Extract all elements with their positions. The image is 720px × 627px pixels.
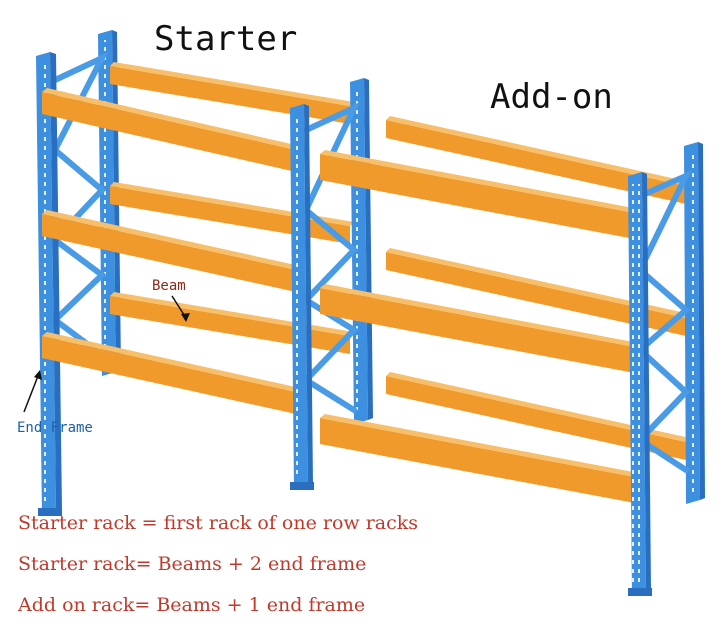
beam-top <box>386 248 690 318</box>
end-frame-callout-label: End Frame <box>17 420 93 436</box>
frame-bracing <box>301 101 361 413</box>
beam <box>110 296 350 354</box>
beam <box>386 252 686 336</box>
upright-baseplate <box>290 482 314 490</box>
upright-holes <box>688 152 696 492</box>
beam <box>110 66 350 124</box>
middle-end-frame <box>290 78 373 490</box>
upright-holes <box>40 62 48 502</box>
upright-holes <box>294 114 302 478</box>
beam <box>320 418 640 504</box>
beam <box>386 120 686 204</box>
add-on-title: Add-on <box>490 77 613 117</box>
starter-title: Starter <box>154 19 297 59</box>
beam <box>42 336 296 414</box>
upright-holes <box>632 184 640 584</box>
beam <box>320 288 640 374</box>
beam-callout-arrow <box>171 295 190 322</box>
starter-front-beams <box>42 88 300 414</box>
beam <box>320 154 640 240</box>
beam <box>386 376 686 460</box>
add-on-back-beams <box>386 116 690 460</box>
beam-top <box>320 414 644 478</box>
note-add-on-composition: Add on rack= Beams + 1 end frame <box>17 594 365 616</box>
beam-top <box>386 116 690 186</box>
beam <box>110 186 350 244</box>
upright-post-side <box>698 142 705 500</box>
beam-top <box>42 332 300 392</box>
upright-post-side <box>304 104 313 486</box>
upright-post-side <box>50 52 62 512</box>
add-on-front-beams <box>320 150 644 504</box>
add-on-right-end-frame <box>628 142 705 596</box>
upright-holes <box>102 40 110 360</box>
upright-baseplate <box>38 508 62 516</box>
beam-callout-label: Beam <box>152 278 186 294</box>
beam-top <box>386 372 690 442</box>
beam <box>42 92 296 172</box>
end-frame-callout-arrow <box>23 370 42 413</box>
frame-bracing <box>50 51 109 358</box>
rack-notes: Starter rack = first rack of one row rac… <box>17 512 418 616</box>
beam-top <box>320 284 644 348</box>
beam-top <box>320 150 644 214</box>
note-starter-composition: Starter rack= Beams + 2 end frame <box>18 553 366 575</box>
upright-post-side <box>642 172 651 592</box>
beam <box>42 214 296 292</box>
upright-baseplate <box>628 588 652 596</box>
beam-top <box>110 62 354 106</box>
beam-top <box>42 210 300 270</box>
note-starter-definition: Starter rack = first rack of one row rac… <box>18 512 418 534</box>
beam-top <box>42 88 300 150</box>
